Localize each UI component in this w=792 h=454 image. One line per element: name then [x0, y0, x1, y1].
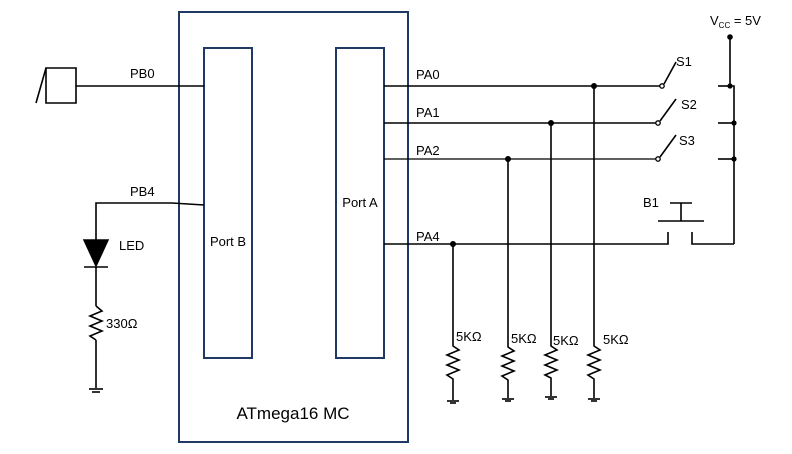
pa0-line: PA0	[384, 67, 660, 89]
pa0-label: PA0	[416, 67, 440, 82]
switch-s3: S3	[655, 133, 734, 162]
mcu-label: ATmega16 MC	[236, 404, 349, 423]
mcu-outline	[178, 11, 409, 443]
input-connector	[45, 67, 77, 104]
switch-s1: S1	[659, 54, 730, 89]
led-resistor	[87, 305, 105, 341]
vcc-label: VCC = 5V	[710, 13, 761, 30]
port-b-block	[203, 47, 253, 359]
pb0-label: PB0	[130, 66, 155, 81]
pulldown-2-label: 5KΩ	[511, 331, 537, 346]
pulldown-resistor-3: 5KΩ	[542, 123, 579, 400]
led-label: LED	[119, 238, 144, 253]
pb0-line: PB0	[35, 66, 204, 104]
pb4-label: PB4	[130, 184, 155, 199]
pa4-label: PA4	[416, 229, 440, 244]
vcc-rail: VCC = 5V	[710, 13, 761, 244]
port-a-block	[335, 47, 385, 359]
pulldown-resistor-1: 5KΩ	[444, 244, 482, 404]
switch-s2-label: S2	[681, 97, 697, 112]
pulldown-4-label: 5KΩ	[603, 332, 629, 347]
port-b-label: Port B	[210, 234, 246, 249]
pa4-line: PA4	[384, 229, 669, 247]
button-b1: B1	[643, 195, 734, 245]
led-diode	[82, 239, 110, 268]
pb4-led-branch: PB4 LED 330Ω	[82, 184, 205, 393]
button-b1-label: B1	[643, 195, 659, 210]
pa2-line: PA2	[384, 143, 656, 162]
pulldown-resistor-4: 5KΩ	[585, 86, 629, 402]
pa2-label: PA2	[416, 143, 440, 158]
pulldown-1-label: 5KΩ	[456, 329, 482, 344]
port-a-label: Port A	[342, 195, 378, 210]
pulldown-resistor-2: 5KΩ	[499, 159, 537, 402]
pa1-line: PA1	[384, 105, 656, 126]
switch-s3-label: S3	[679, 133, 695, 148]
pa1-label: PA1	[416, 105, 440, 120]
led-resistor-label: 330Ω	[106, 316, 138, 331]
microcontroller-block: Port B Port A ATmega16 MC	[178, 11, 409, 443]
pulldown-3-label: 5KΩ	[553, 333, 579, 348]
switch-s1-label: S1	[676, 54, 692, 69]
switch-s2: S2	[655, 97, 734, 126]
